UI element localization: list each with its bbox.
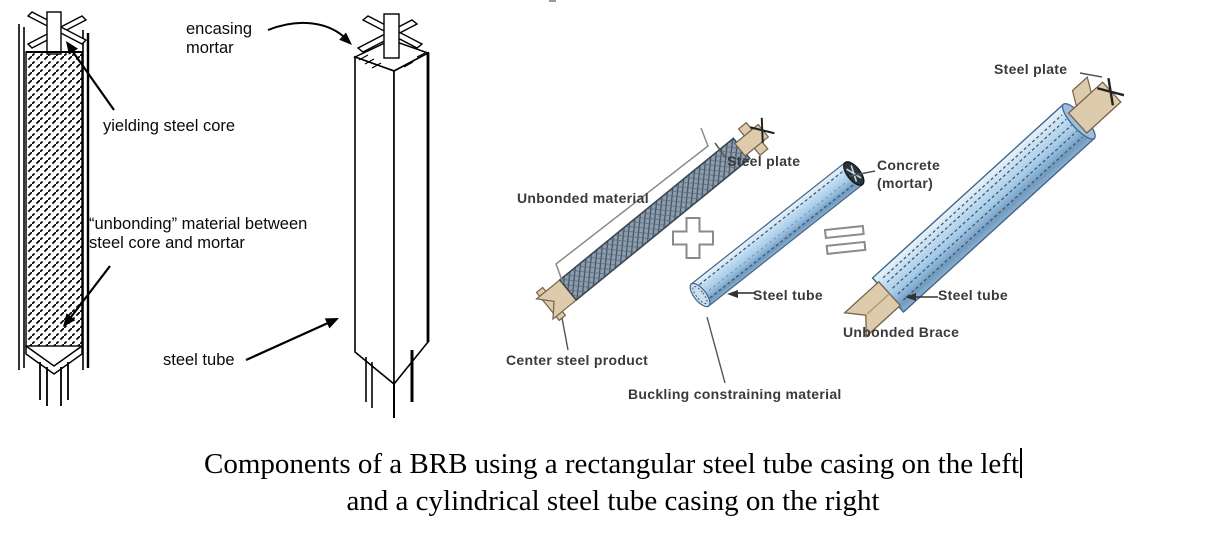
caption-line2: and a cylindrical steel tube casing on t… xyxy=(346,485,880,517)
plus-icon xyxy=(672,217,714,259)
unbonding-material-arrow xyxy=(63,265,111,327)
annotation-arrows xyxy=(63,21,352,362)
encasing-mortar-arrow xyxy=(267,21,352,45)
rectangular-brb-drawing xyxy=(18,11,430,418)
unbonded-material-bracket xyxy=(555,127,709,284)
label-steel-tube-left: steel tube xyxy=(163,351,235,369)
steel-tube-brace-arrow xyxy=(905,293,938,301)
label-buckling-constraining-material: Buckling constraining material xyxy=(628,386,842,402)
cruciform-core-protruding-top xyxy=(356,13,424,59)
steel-tube-mid-arrow xyxy=(727,290,754,298)
cruciform-core-protruding-bottom xyxy=(365,350,414,418)
label-unbonded-brace: Unbonded Brace xyxy=(843,324,960,340)
steel-tube-casing-box xyxy=(353,13,430,418)
text-cursor xyxy=(1020,448,1023,478)
label-steel-plate-brace: Steel plate xyxy=(994,61,1068,77)
caption-line1: Components of a BRB using a rectangular … xyxy=(203,448,1020,480)
end-plate-top xyxy=(1067,76,1125,134)
label-unbonded-material: Unbonded material xyxy=(517,190,649,206)
end-plate-bottom xyxy=(843,280,902,338)
core-and-mortar-column xyxy=(18,11,90,406)
right-annotation-lines xyxy=(561,72,1103,384)
cruciform-core-top xyxy=(26,11,88,55)
cylindrical-brb-drawing xyxy=(535,72,1125,384)
core-with-unbonding-wrap xyxy=(535,117,775,322)
label-unbonding-material: “unbonding” material between steel core … xyxy=(89,215,308,253)
steel-tube-cylinder xyxy=(689,161,865,308)
steel-tube-arrow xyxy=(245,318,339,362)
label-center-steel-product: Center steel product xyxy=(506,352,649,368)
yielding-core-arrow xyxy=(66,41,115,111)
label-steel-tube-mid: Steel tube xyxy=(753,287,823,303)
label-encasing-mortar: encasing mortar xyxy=(186,20,253,58)
label-steel-tube-brace: Steel tube xyxy=(938,287,1008,303)
concrete-end-face xyxy=(843,161,865,186)
cruciform-core-bottom xyxy=(25,344,83,406)
equals-icon xyxy=(823,224,867,255)
label-concrete-mortar: Concrete (mortar) xyxy=(877,157,941,192)
mortar-top-face-hatch xyxy=(358,52,426,69)
unbonded-brace-assembly xyxy=(843,76,1125,338)
figure-caption: Components of a BRB using a rectangular … xyxy=(0,446,1226,520)
brace-stitch-lines xyxy=(882,114,1083,301)
label-steel-plate-core: Steel plate xyxy=(727,153,801,169)
scan-artifact xyxy=(549,0,556,2)
label-yielding-steel-core: yielding steel core xyxy=(103,117,236,135)
